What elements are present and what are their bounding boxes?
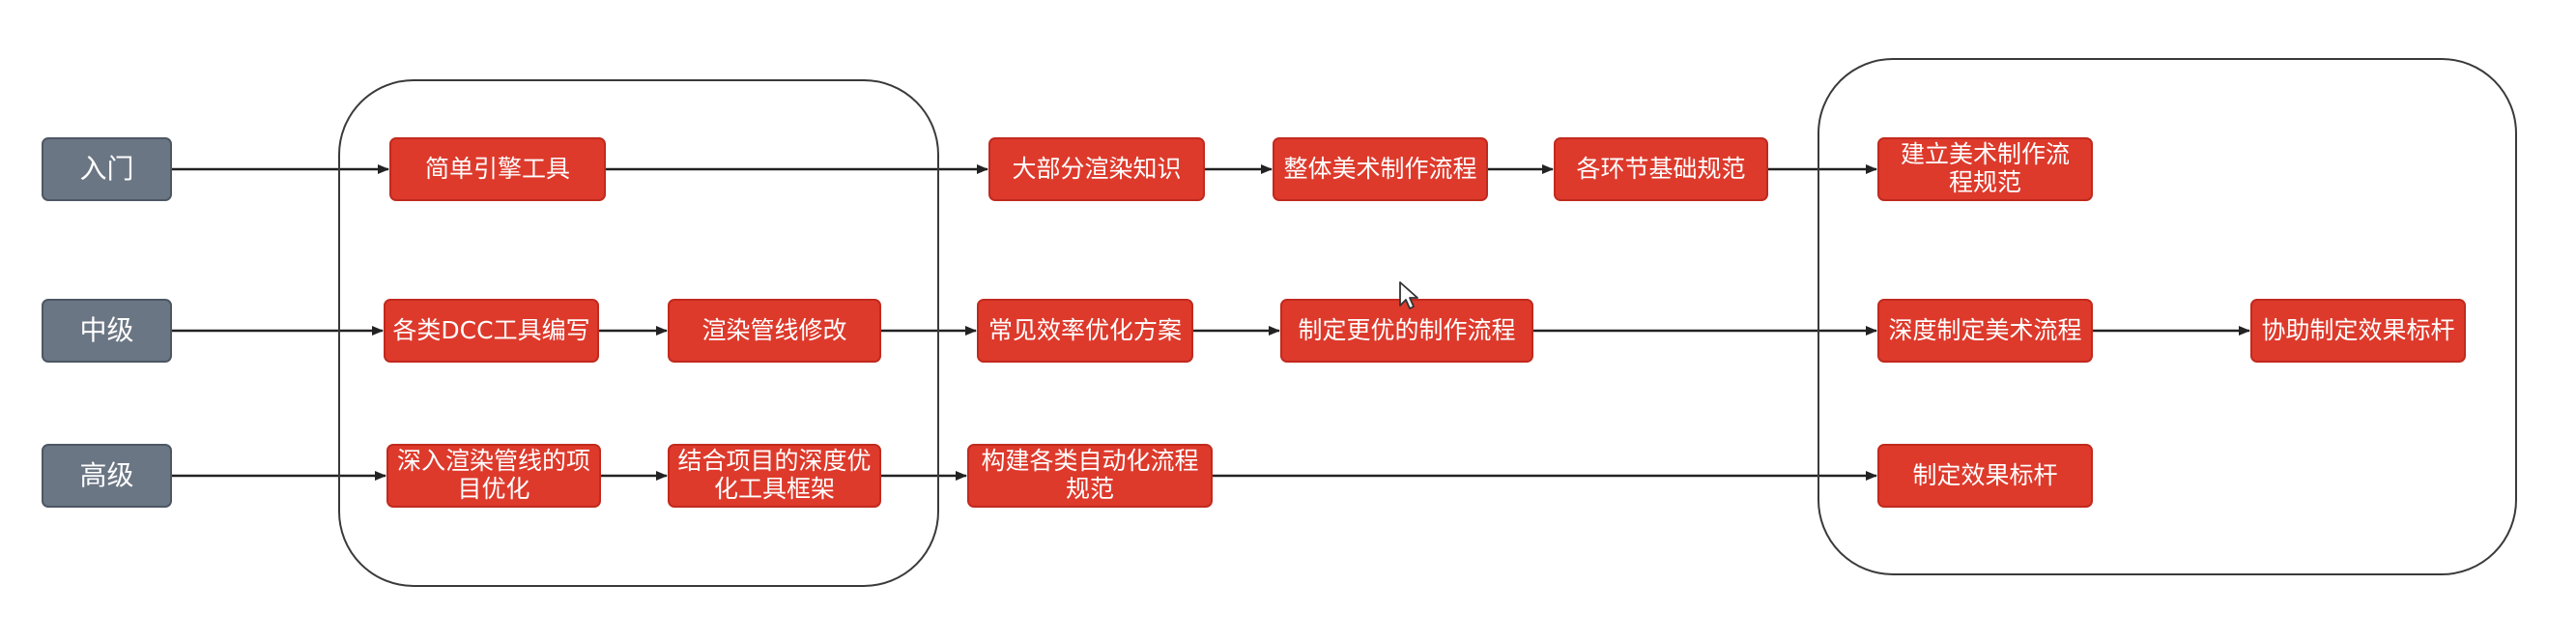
task-efficiency-optimization[interactable]: 常见效率优化方案	[977, 299, 1193, 363]
task-deep-art-workflow[interactable]: 深度制定美术流程	[1877, 299, 2093, 363]
task-stage-standards[interactable]: 各环节基础规范	[1554, 137, 1768, 201]
task-rendering-knowledge[interactable]: 大部分渲染知识	[988, 137, 1205, 201]
task-art-workflow[interactable]: 整体美术制作流程	[1273, 137, 1488, 201]
task-deep-tool-framework[interactable]: 结合项目的深度优化工具框架	[668, 444, 881, 508]
task-automation-standards[interactable]: 构建各类自动化流程规范	[967, 444, 1213, 508]
group-container-left	[338, 79, 939, 587]
task-pipeline-project-optimization[interactable]: 深入渲染管线的项目优化	[386, 444, 601, 508]
group-container-right	[1818, 58, 2517, 575]
task-assist-effect-benchmark[interactable]: 协助制定效果标杆	[2250, 299, 2466, 363]
task-pipeline-modification[interactable]: 渲染管线修改	[668, 299, 881, 363]
task-build-art-workflow-standard[interactable]: 建立美术制作流程规范	[1877, 137, 2093, 201]
level-beginner-node[interactable]: 入门	[42, 137, 172, 201]
task-effect-benchmark[interactable]: 制定效果标杆	[1877, 444, 2093, 508]
mouse-pointer-icon	[1399, 281, 1418, 309]
task-better-workflow[interactable]: 制定更优的制作流程	[1280, 299, 1533, 363]
level-intermediate-node[interactable]: 中级	[42, 299, 172, 363]
level-advanced-node[interactable]: 高级	[42, 444, 172, 508]
task-dcc-tool-scripting[interactable]: 各类DCC工具编写	[384, 299, 599, 363]
task-simple-engine-tools[interactable]: 简单引擎工具	[389, 137, 606, 201]
